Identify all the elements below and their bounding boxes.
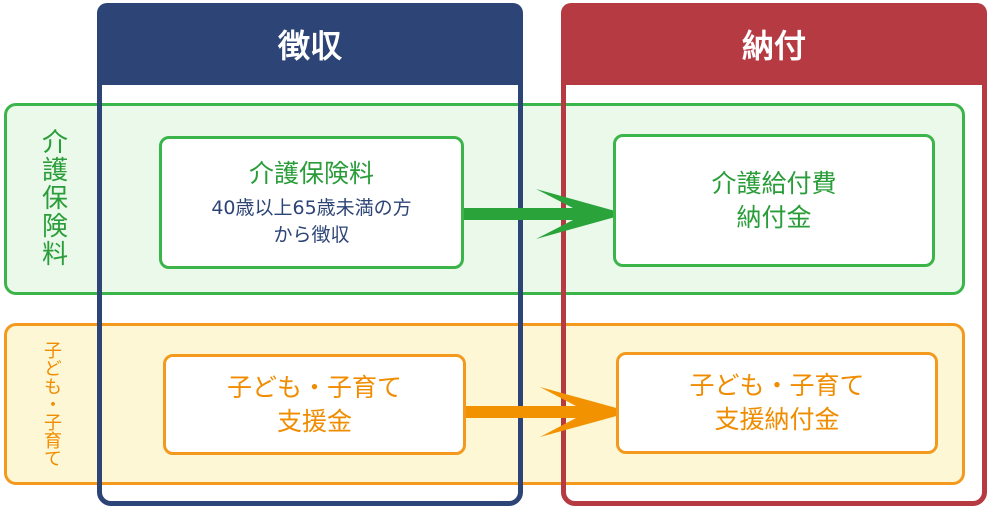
kodomo-arrow	[466, 387, 631, 437]
kaigo-pay-line2: 納付金	[736, 202, 812, 232]
kodomo-pay-line1: 子ども・子育て	[689, 371, 865, 400]
kodomo-collect-line2: 支援金	[276, 406, 352, 436]
kodomo-collect-box: 子ども・子育て 支援金	[163, 354, 466, 455]
kaigo-collect-box: 介護保険料 40歳以上65歳未満の方 から徴収	[159, 136, 464, 269]
collection-column-header: 徴収	[97, 3, 523, 85]
payment-column-header: 納付	[561, 3, 987, 85]
kaigo-arrow	[464, 189, 626, 239]
kaigo-collect-line1: 40歳以上65歳未満の方	[211, 196, 412, 219]
kaigo-collect-title: 介護保険料	[248, 158, 374, 188]
kodomo-collect-line1: 子ども・子育て	[226, 372, 402, 402]
kodomo-pay-line2: 支援納付金	[714, 405, 840, 434]
kaigo-collect-line2: から徴収	[273, 223, 350, 246]
kaigo-band-label: 介護保険料	[37, 128, 68, 268]
kaigo-pay-box: 介護給付費 納付金	[613, 134, 935, 267]
kodomo-band-label: 子ども・子育て	[41, 341, 62, 467]
kodomo-pay-box: 子ども・子育て 支援納付金	[616, 352, 938, 454]
kaigo-pay-line1: 介護給付費	[711, 168, 837, 198]
